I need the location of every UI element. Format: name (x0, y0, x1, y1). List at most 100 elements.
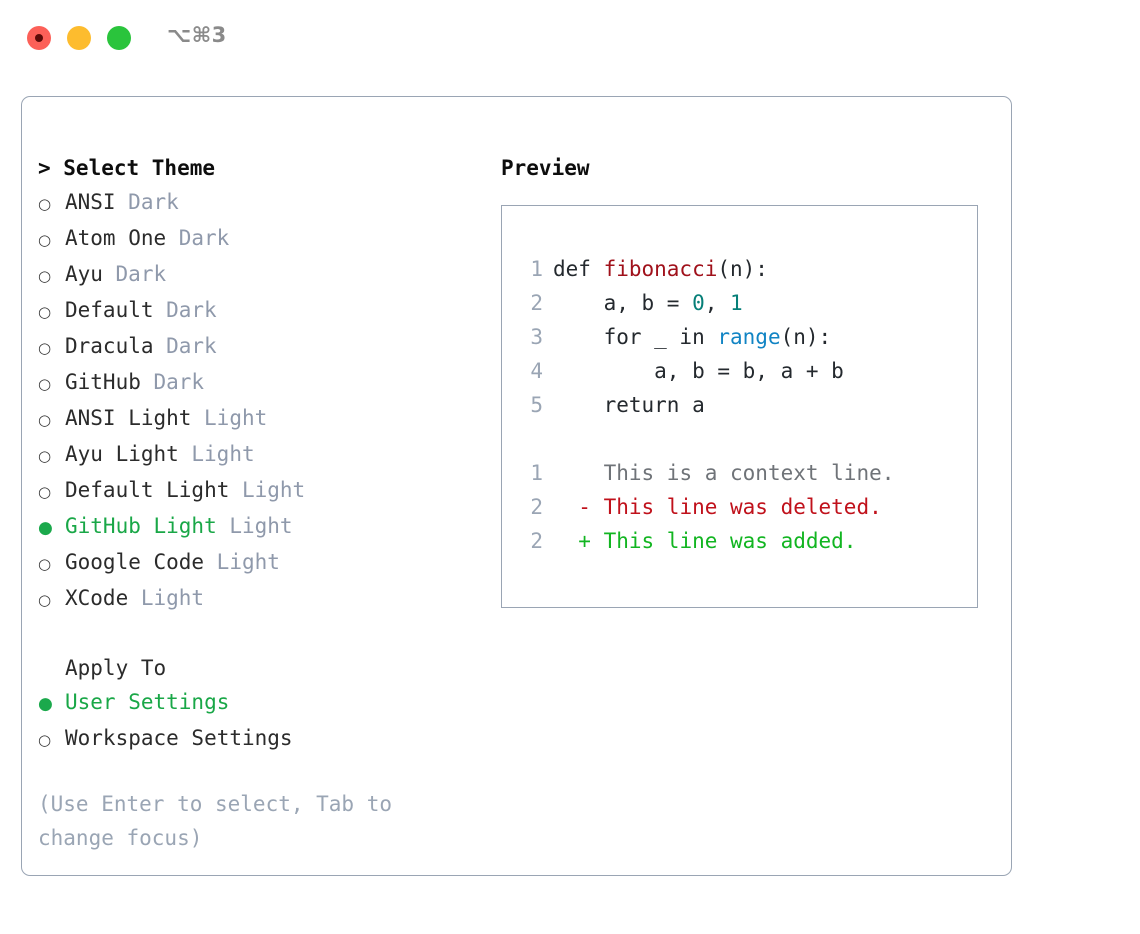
apply-to-option-label: Workspace Settings (65, 726, 293, 750)
theme-option-ayu[interactable]: ○ Ayu Dark (38, 257, 488, 293)
radio-unselected-icon: ○ (38, 447, 52, 465)
radio-unselected-icon: ○ (38, 339, 52, 357)
code-diff-gap (520, 422, 977, 456)
theme-option-ansi[interactable]: ○ ANSI Dark (38, 185, 488, 221)
radio-unselected-icon: ○ (38, 731, 52, 749)
close-window-icon[interactable] (27, 26, 51, 50)
radio-unselected-icon: ○ (38, 195, 52, 213)
code-line: 2 a, b = 0, 1 (520, 286, 977, 320)
theme-option-label: Dracula (65, 334, 154, 358)
theme-option-kind: Light (191, 442, 255, 466)
code-token: , (704, 291, 731, 315)
code-token: a, b = b, a + b (553, 359, 844, 383)
code-token: for _ in (553, 325, 718, 349)
line-number: 4 (530, 359, 543, 383)
code-token: 1 (730, 291, 743, 315)
theme-option-dracula[interactable]: ○ Dracula Dark (38, 329, 488, 365)
line-number: 3 (530, 325, 543, 349)
theme-option-kind: Light (241, 478, 306, 502)
theme-option-kind: Light (229, 514, 293, 538)
theme-option-ayu-light[interactable]: ○ Ayu Light Light (38, 437, 488, 473)
diff-line: 2 - This line was deleted. (520, 490, 977, 524)
code-line: 4 a, b = b, a + b (520, 354, 977, 388)
theme-option-kind: Dark (128, 190, 179, 214)
theme-option-label: ANSI Light (65, 406, 192, 430)
maximize-window-icon[interactable] (107, 26, 131, 50)
code-token: range (717, 325, 781, 349)
diff-line: 2 + This line was added. (520, 524, 977, 558)
theme-option-label: Ayu Light (65, 442, 179, 466)
apply-to-option-label: User Settings (65, 690, 230, 714)
apply-to-option-list: ● User Settings ○ Workspace Settings (38, 685, 488, 757)
radio-unselected-icon: ○ (38, 555, 52, 573)
theme-option-github[interactable]: ○ GitHub Dark (38, 365, 488, 401)
diff-sign: - (553, 495, 591, 519)
line-number: 1 (530, 257, 543, 281)
code-token: a, b = (553, 291, 693, 315)
theme-option-label: Default Light (65, 478, 230, 502)
select-theme-heading: > Select Theme (38, 156, 216, 180)
code-token: def (553, 257, 604, 281)
keyboard-shortcut-label: ⌥⌘3 (167, 23, 227, 47)
apply-to-option-workspace-settings[interactable]: ○ Workspace Settings (38, 721, 488, 757)
radio-unselected-icon: ○ (38, 375, 52, 393)
diff-sample: 1 This is a context line. 2 - This line w… (520, 456, 977, 558)
theme-option-label: ANSI (65, 190, 116, 214)
radio-unselected-icon: ○ (38, 411, 52, 429)
diff-line-number: 2 (530, 529, 543, 553)
apply-to-heading: Apply To (65, 656, 167, 680)
keyboard-hint-text: (Use Enter to select, Tab to change focu… (38, 792, 405, 850)
line-number: 5 (530, 393, 543, 417)
theme-option-label: GitHub (65, 370, 141, 394)
code-token: (n): (780, 325, 832, 349)
radio-unselected-icon: ○ (38, 231, 52, 249)
theme-option-kind: Dark (178, 226, 230, 250)
apply-to-option-user-settings[interactable]: ● User Settings (38, 685, 488, 721)
line-number: 2 (530, 291, 543, 315)
theme-option-kind: Light (204, 406, 268, 430)
theme-option-kind: Dark (153, 370, 205, 394)
theme-option-label: GitHub Light (65, 514, 217, 538)
theme-option-ansi-light[interactable]: ○ ANSI Light Light (38, 401, 488, 437)
code-line: 5 return a (520, 388, 977, 422)
radio-unselected-icon: ○ (38, 591, 52, 609)
code-token: return a (553, 393, 705, 417)
radio-unselected-icon: ○ (38, 267, 52, 285)
theme-option-label: Google Code (65, 550, 205, 574)
theme-option-kind: Light (140, 586, 205, 610)
theme-option-kind: Dark (115, 262, 167, 286)
code-token: (n): (717, 257, 768, 281)
diff-text: This line was deleted. (590, 495, 882, 519)
diff-line-number: 1 (530, 461, 543, 485)
preview-heading: Preview (501, 156, 590, 180)
theme-option-label: Default (65, 298, 154, 322)
list-spacer (38, 617, 488, 651)
theme-option-label: XCode (65, 586, 129, 610)
code-token: 0 (692, 291, 705, 315)
diff-line-number: 2 (530, 495, 543, 519)
theme-option-kind: Dark (166, 334, 217, 358)
code-line: 3 for _ in range(n): (520, 320, 977, 354)
diff-text: This is a context line. (590, 461, 895, 485)
radio-selected-icon: ● (38, 694, 53, 714)
diff-sign (553, 461, 591, 485)
diff-text: This line was added. (590, 529, 857, 553)
theme-option-google-code[interactable]: ○ Google Code Light (38, 545, 488, 581)
theme-option-kind: Light (216, 550, 280, 574)
theme-option-label: Ayu (65, 262, 103, 286)
theme-option-kind: Dark (166, 298, 217, 322)
theme-option-xcode[interactable]: ○ XCode Light (38, 581, 488, 617)
minimize-window-icon[interactable] (67, 26, 91, 50)
